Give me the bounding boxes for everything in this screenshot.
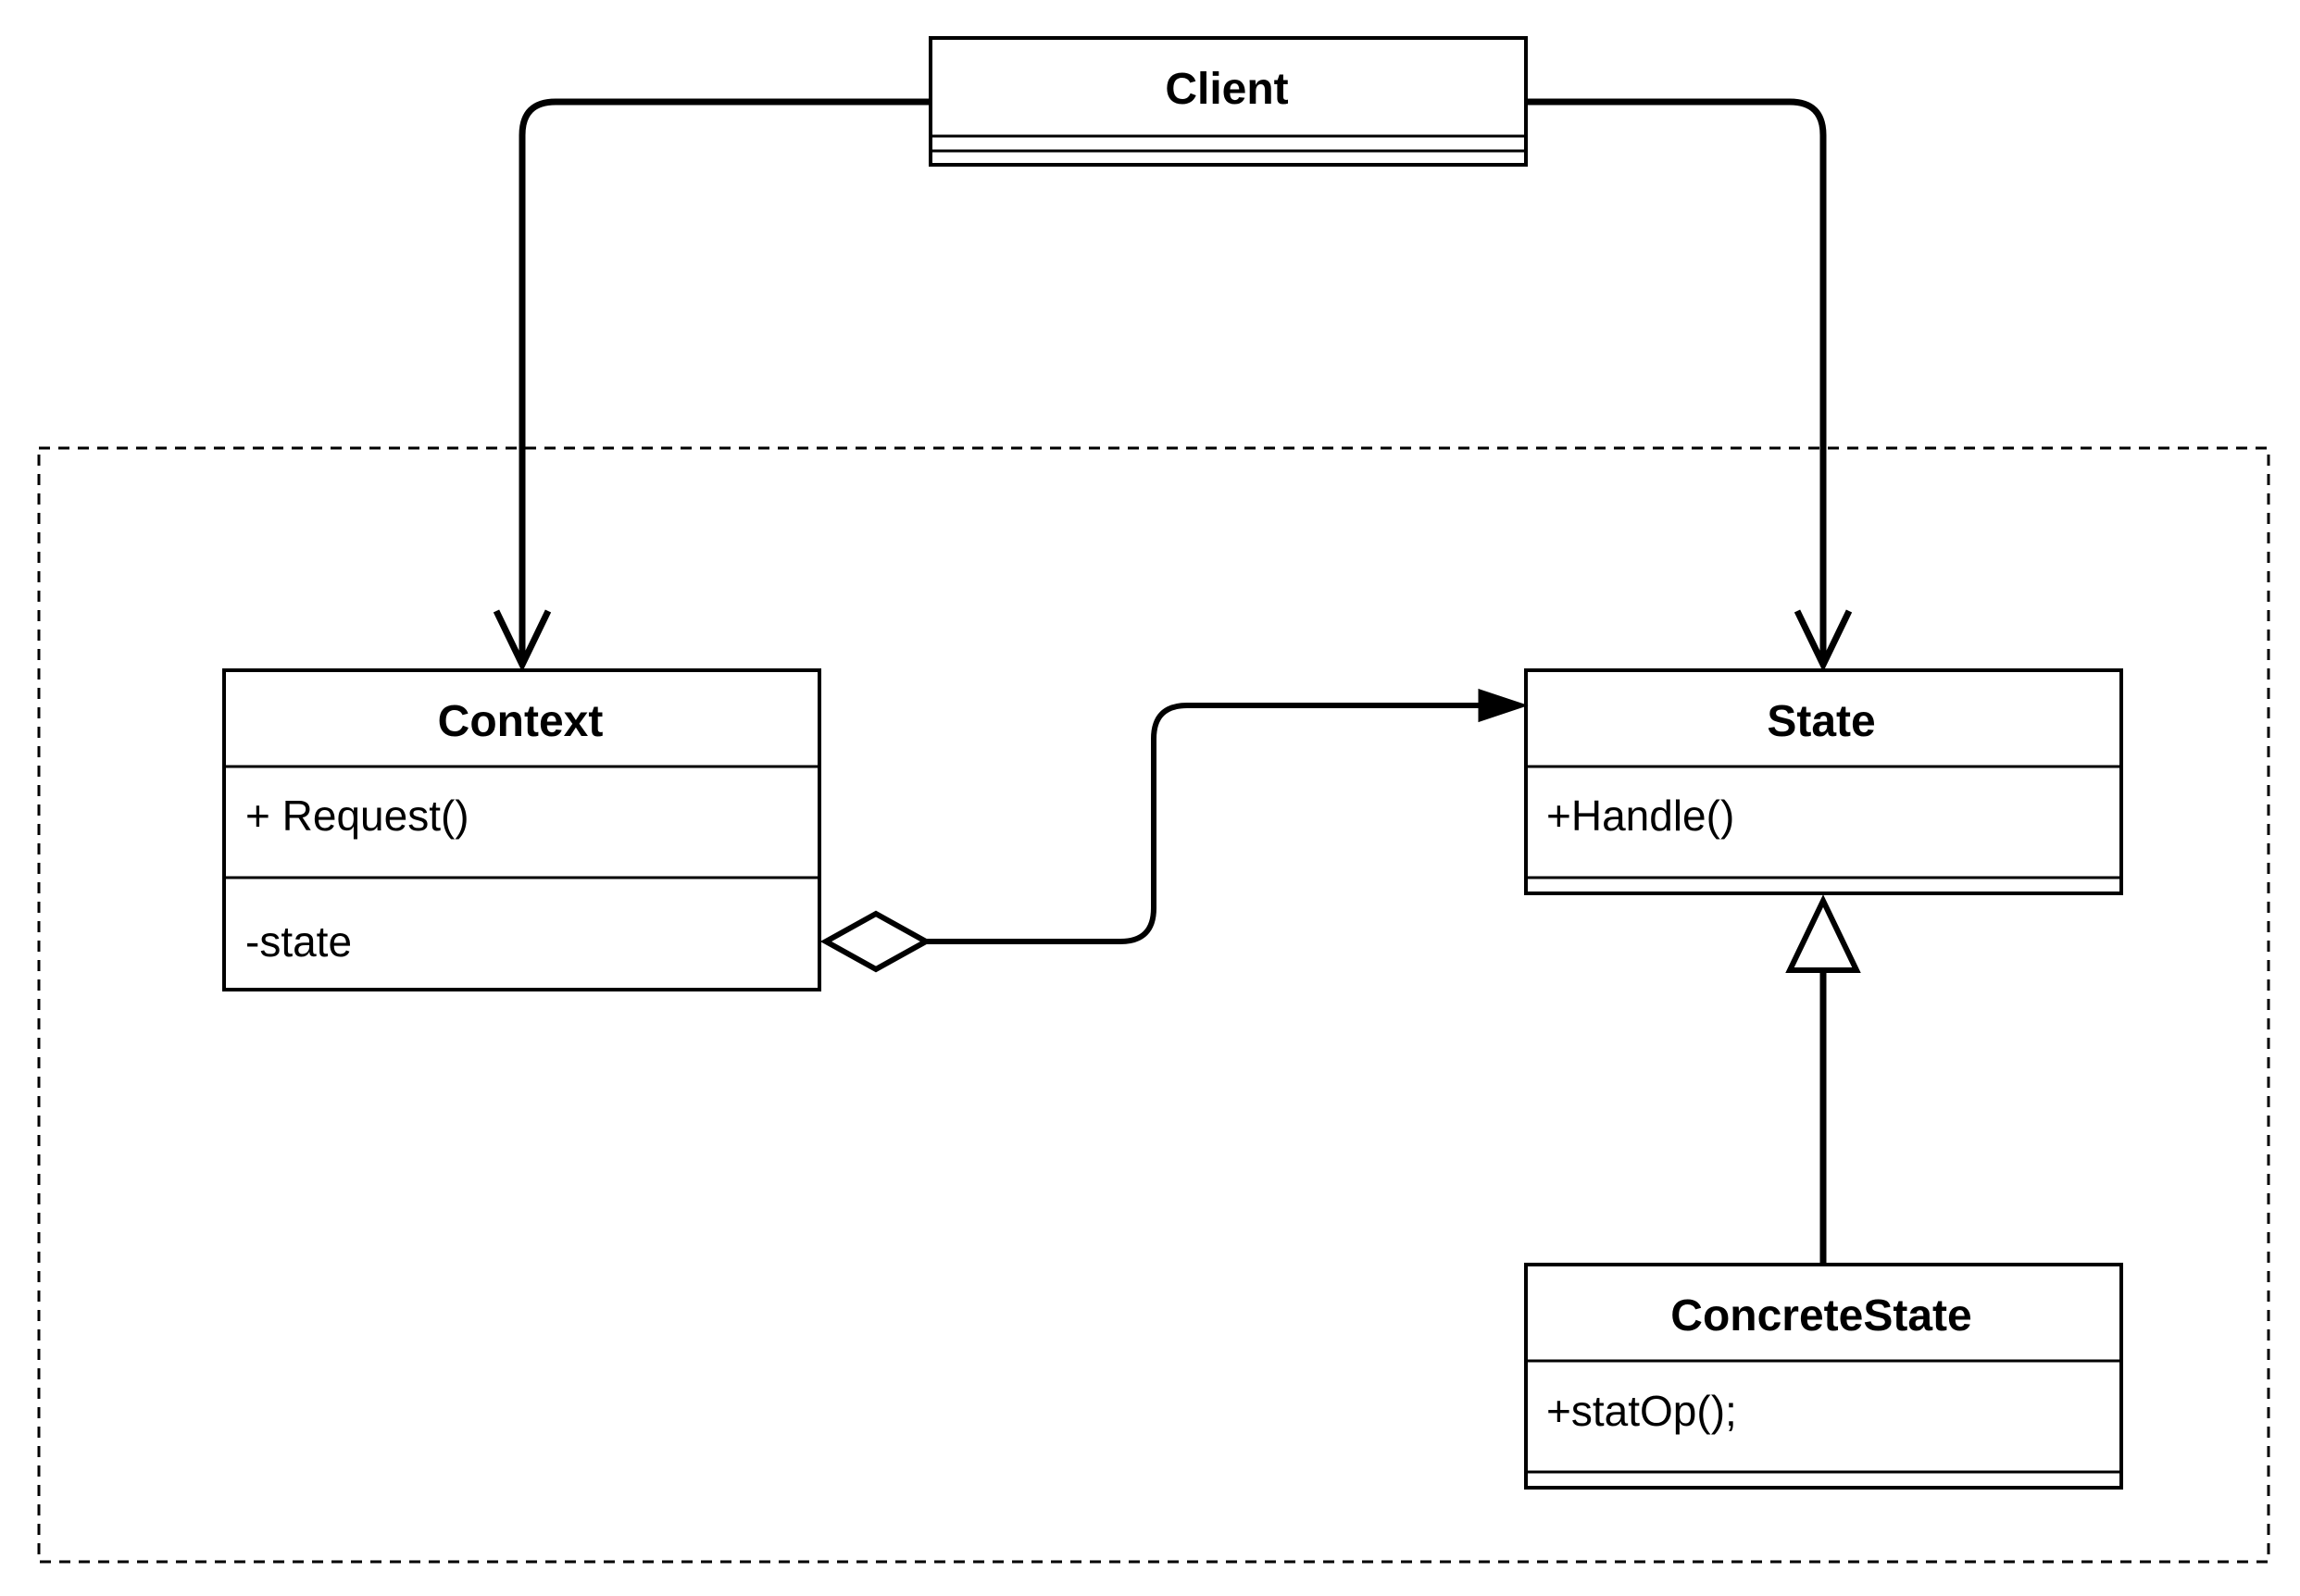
class-context-attribute: -state [245, 917, 352, 966]
class-state-operation: +Handle() [1546, 792, 1734, 840]
association-client-context-line [519, 98, 931, 665]
class-client-title: Client [1165, 65, 1288, 114]
hollow-triangle-icon [1785, 894, 1861, 973]
generalization-concretestate-state [1785, 894, 1861, 1265]
class-concrete-state-title: ConcreteState [1670, 1291, 1971, 1340]
association-client-state [1526, 98, 1853, 673]
class-state-title: State [1767, 697, 1875, 746]
class-context[interactable]: Context + Request() -state [222, 668, 821, 991]
package-boundary [37, 446, 2270, 1564]
open-arrowhead-icon [1794, 609, 1853, 673]
open-arrowhead-icon [493, 609, 552, 673]
hollow-diamond-icon [819, 910, 932, 973]
class-concrete-state-box [1524, 1263, 2123, 1490]
association-client-state-line [1526, 98, 1827, 665]
class-context-operation: + Request() [245, 792, 469, 840]
filled-arrowhead-icon [1478, 688, 1529, 723]
class-context-box [222, 668, 821, 991]
aggregation-context-state [819, 688, 1529, 973]
class-client-box [929, 36, 1528, 167]
class-concrete-state-operation: +statOp(); [1546, 1387, 1737, 1435]
class-context-title: Context [438, 697, 604, 746]
association-client-context [493, 98, 931, 673]
class-client[interactable]: Client [929, 36, 1528, 167]
class-concrete-state[interactable]: ConcreteState +statOp(); [1524, 1263, 2123, 1490]
class-state-box [1524, 668, 2123, 895]
aggregation-context-state-line [926, 703, 1481, 944]
class-state[interactable]: State +Handle() [1524, 668, 2123, 895]
